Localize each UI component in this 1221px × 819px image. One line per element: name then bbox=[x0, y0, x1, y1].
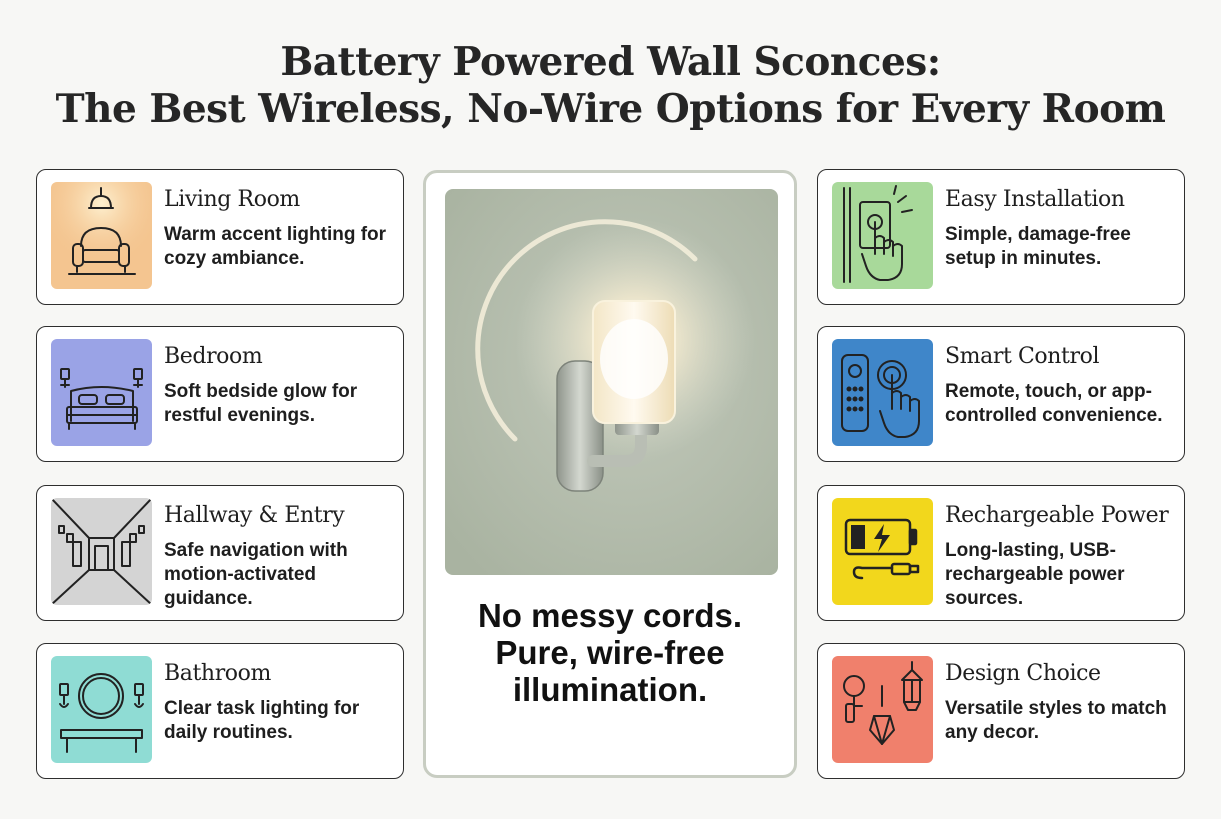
card-bedroom: Bedroom Soft bedside glow for restful ev… bbox=[36, 326, 404, 462]
card-description: Simple, damage-free setup in minutes. bbox=[945, 224, 1131, 269]
tagline: No messy cords. Pure, wire-free illumina… bbox=[426, 597, 794, 708]
card-title: Smart Control bbox=[945, 344, 1100, 369]
card-easy-installation: Easy Installation Simple, damage-free se… bbox=[817, 169, 1185, 305]
card-description: Warm accent lighting for cozy ambiance. bbox=[164, 224, 387, 269]
card-description: Clear task lighting for daily routines. bbox=[164, 698, 360, 743]
card-title: Design Choice bbox=[945, 661, 1101, 686]
hallway-icon bbox=[51, 498, 152, 605]
tagline-line: illumination. bbox=[512, 671, 708, 708]
card-description: Versatile styles to match any decor. bbox=[945, 698, 1167, 743]
card-description: Safe navigation with motion-activated gu… bbox=[164, 540, 348, 609]
touch-wall-icon bbox=[832, 182, 933, 289]
hero-panel: No messy cords. Pure, wire-free illumina… bbox=[423, 170, 797, 778]
glowing-wall-sconce-image bbox=[445, 189, 778, 575]
card-design-choice: Design Choice Versatile styles to match … bbox=[817, 643, 1185, 779]
card-description: Remote, touch, or app-controlled conveni… bbox=[945, 381, 1163, 426]
card-bathroom: Bathroom Clear task lighting for daily r… bbox=[36, 643, 404, 779]
card-description: Soft bedside glow for restful evenings. bbox=[164, 381, 358, 426]
card-rechargeable-power: Rechargeable Power Long-lasting, USB-rec… bbox=[817, 485, 1185, 621]
card-title: Hallway & Entry bbox=[164, 503, 345, 528]
page-title-line-2: The Best Wireless, No-Wire Options for E… bbox=[55, 86, 1166, 132]
sconce-pendant-icon bbox=[832, 656, 933, 763]
card-title: Bathroom bbox=[164, 661, 271, 686]
page-title-line-1: Battery Powered Wall Sconces: bbox=[280, 39, 941, 85]
card-title: Bedroom bbox=[164, 344, 263, 369]
card-living-room: Living Room Warm accent lighting for coz… bbox=[36, 169, 404, 305]
remote-touch-icon bbox=[832, 339, 933, 446]
armchair-lamp-icon bbox=[51, 182, 152, 289]
card-hallway-entry: Hallway & Entry Safe navigation with mot… bbox=[36, 485, 404, 621]
tagline-line: Pure, wire-free bbox=[495, 634, 725, 671]
card-title: Easy Installation bbox=[945, 187, 1125, 212]
card-description: Long-lasting, USB-rechargeable power sou… bbox=[945, 540, 1125, 609]
bed-sconces-icon bbox=[51, 339, 152, 446]
card-title: Rechargeable Power bbox=[945, 503, 1169, 528]
tagline-line: No messy cords. bbox=[477, 597, 743, 634]
card-smart-control: Smart Control Remote, touch, or app-cont… bbox=[817, 326, 1185, 462]
battery-usb-icon bbox=[832, 498, 933, 605]
mirror-vanity-icon bbox=[51, 656, 152, 763]
card-title: Living Room bbox=[164, 187, 300, 212]
